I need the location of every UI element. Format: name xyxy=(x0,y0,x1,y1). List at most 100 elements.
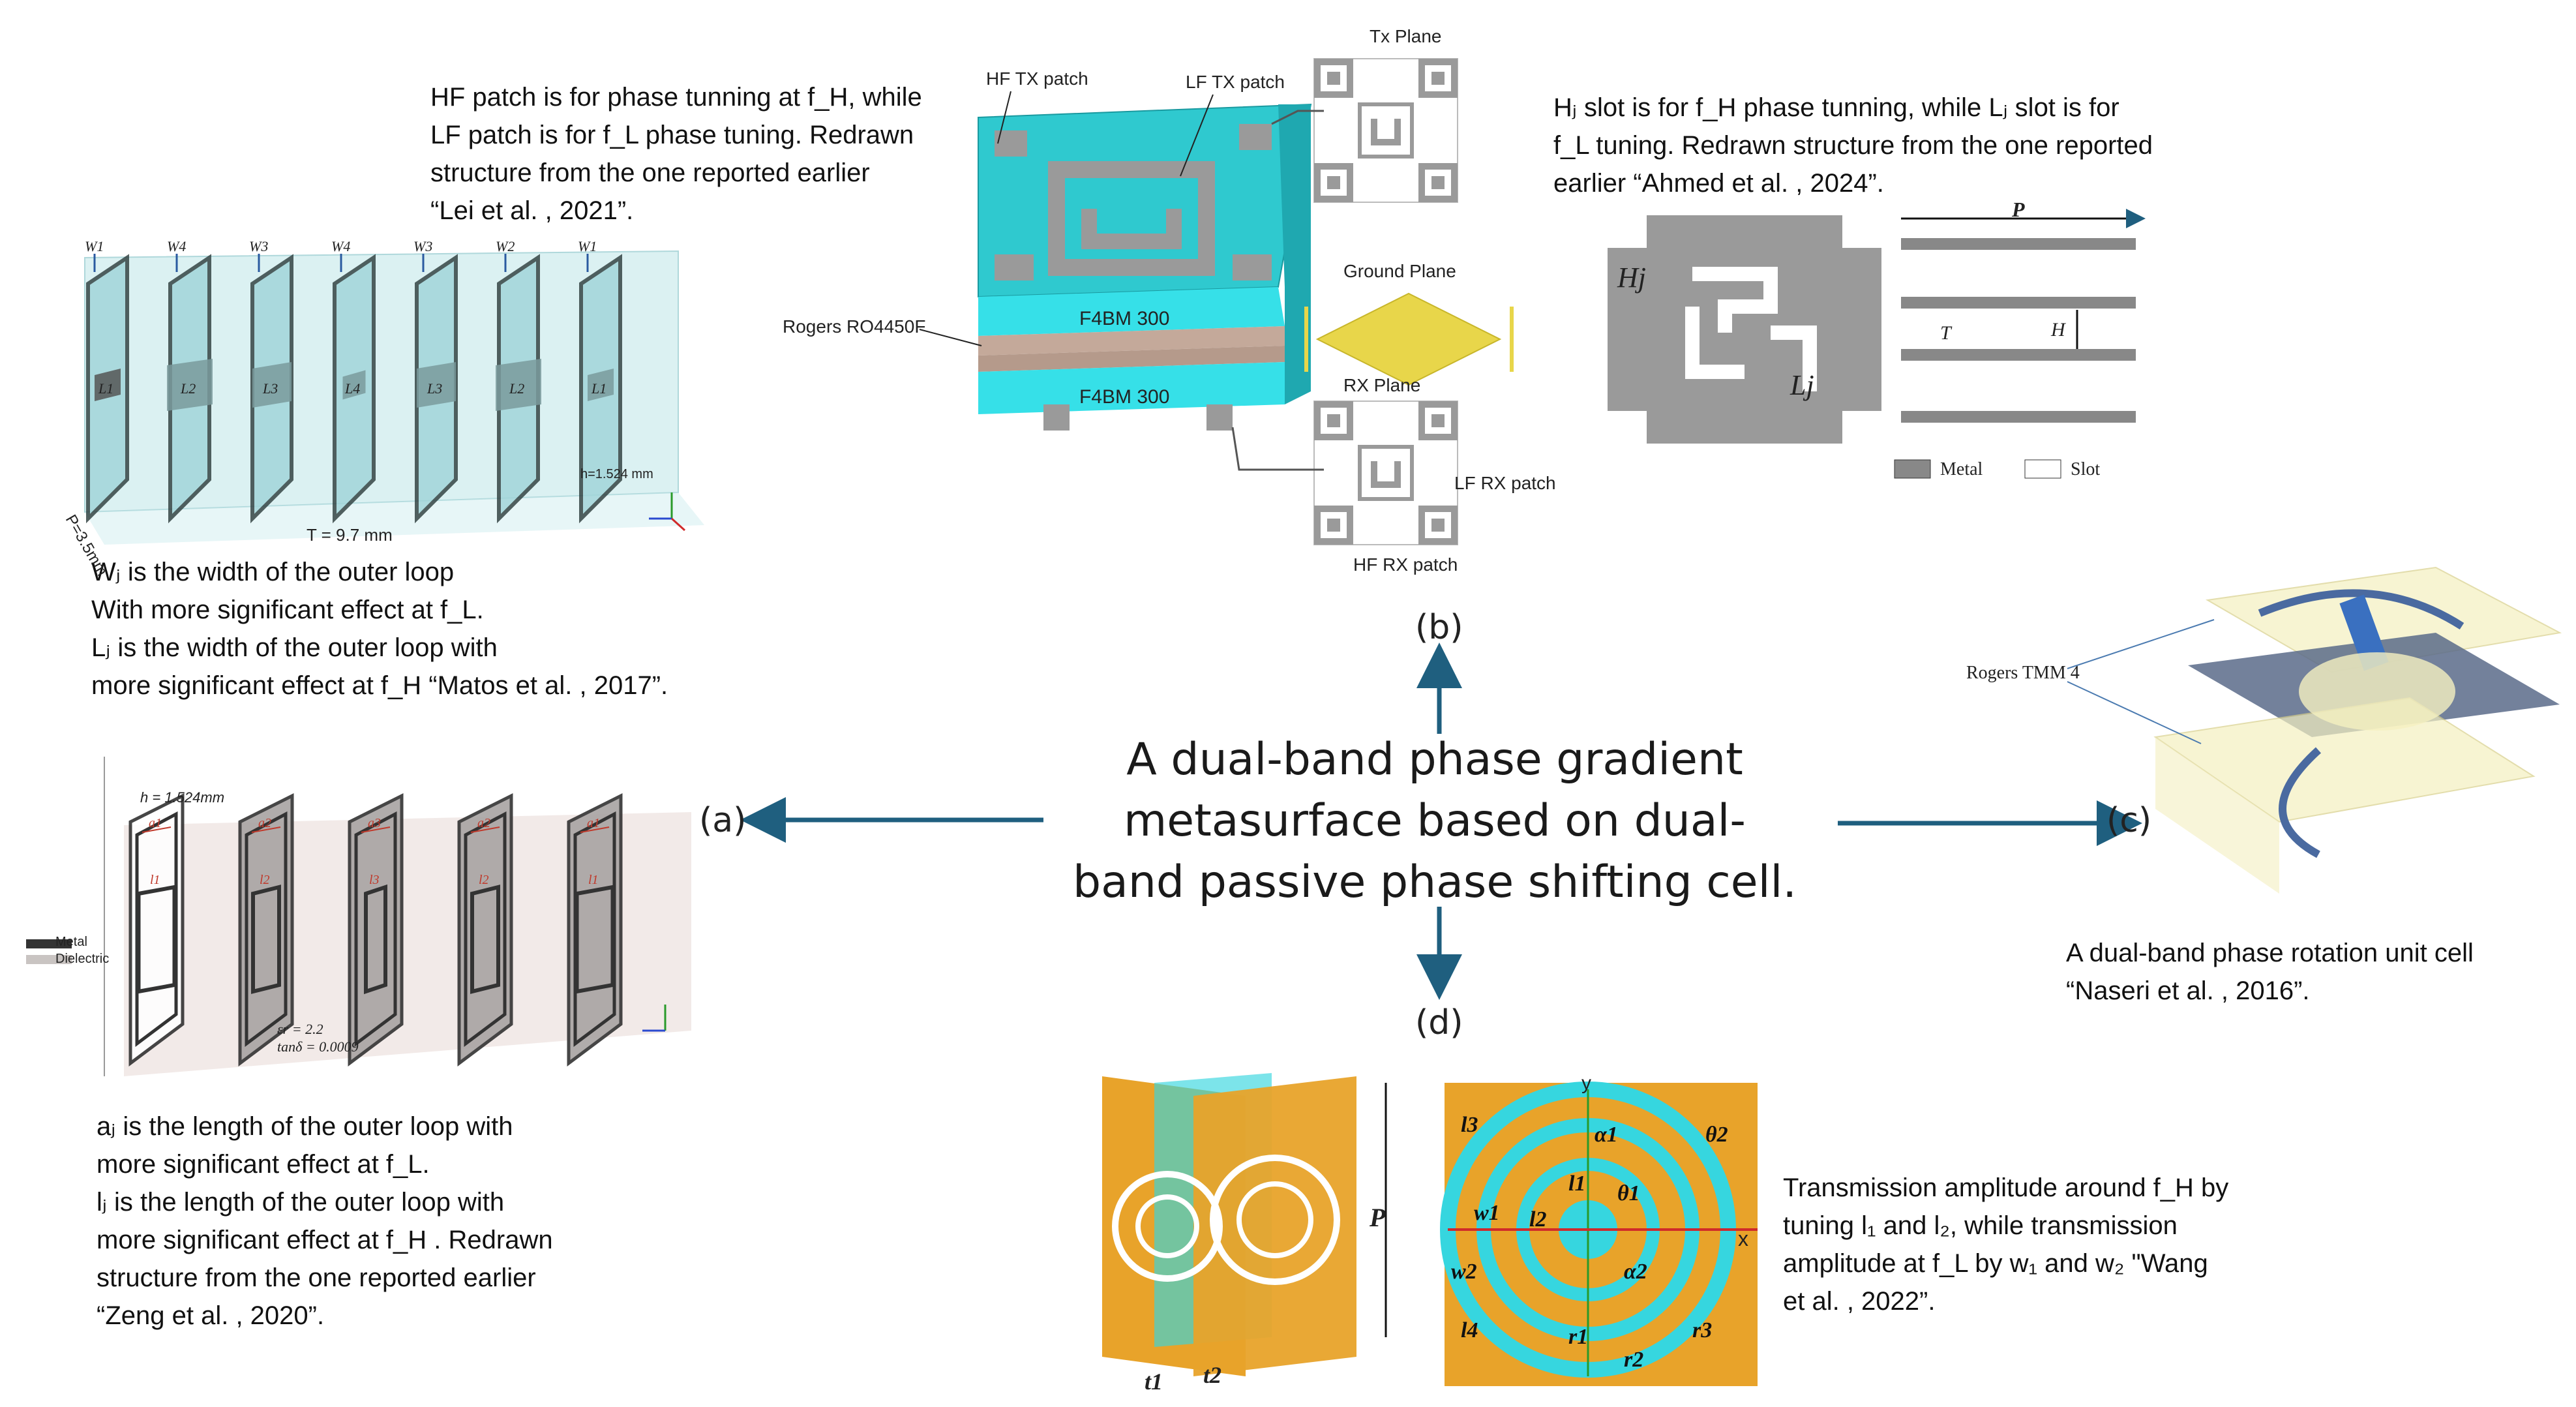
rogers-tmm-label: Rogers TMM 4 xyxy=(1966,663,2080,683)
lf-rx-label: LF RX patch xyxy=(1454,473,1556,493)
l-label: l1 xyxy=(588,873,599,887)
figure-c: Rogers TMM 4 xyxy=(1966,566,2562,894)
figure-b2: Hj Lj P T H Metal Slot xyxy=(1608,198,2146,479)
a-label: a3 xyxy=(368,816,381,830)
l-label: L1 xyxy=(591,380,607,397)
epsilon-label: εr = 2.2 xyxy=(277,1021,323,1037)
legend-dielectric: Dielectric xyxy=(55,952,109,966)
l-label: l2 xyxy=(260,873,270,887)
slab: a2 l2 xyxy=(457,793,513,1067)
theta1-label: θ1 xyxy=(1617,1181,1640,1205)
slab: a1 l1 xyxy=(128,793,185,1067)
f4bm-top-label: F4BM 300 xyxy=(1079,308,1169,329)
gold-plate-back xyxy=(1193,1076,1356,1376)
label-c: (c) xyxy=(2106,801,2152,840)
lf-tx-patch-shape xyxy=(1048,161,1215,276)
l-label: l1 xyxy=(150,873,160,887)
ground-plane-shape xyxy=(1315,292,1502,386)
l-label: L3 xyxy=(427,380,442,397)
rogers-label: Rogers RO4450F xyxy=(783,316,925,337)
caption-b-right: Hⱼ slot is for f_H phase tunning, while … xyxy=(1553,93,2153,198)
legend-slot-b2: Slot xyxy=(2071,459,2100,479)
figure-d: P t1 t2 y x l3 l1 l2 l4 w1 w2 r1 r2 r3 α… xyxy=(1102,1072,1758,1395)
f4bm-bottom-label: F4BM 300 xyxy=(1079,386,1169,408)
l1-label: l1 xyxy=(1568,1172,1585,1196)
l-label: l2 xyxy=(479,873,489,887)
label-d: (d) xyxy=(1415,1003,1463,1042)
l-label: L3 xyxy=(262,380,278,397)
caption-a-top: Wⱼ is the width of the outer loop With m… xyxy=(91,558,668,700)
l-label: L2 xyxy=(509,380,524,397)
l-label: L2 xyxy=(180,380,196,397)
l3-label: l3 xyxy=(1461,1113,1478,1137)
caption-c: A dual-band phase rotation unit cell “Na… xyxy=(2066,939,2474,1005)
legend-metal: Metal xyxy=(55,935,87,949)
w-label: W2 xyxy=(496,238,515,254)
t2-label: t2 xyxy=(1203,1362,1221,1388)
l2-label: l2 xyxy=(1529,1207,1546,1232)
w-label: W3 xyxy=(413,238,432,254)
w-label: W3 xyxy=(249,238,268,254)
a-label: a1 xyxy=(587,816,600,830)
slab: a2 l2 xyxy=(238,793,294,1067)
metal-patch xyxy=(1608,215,1881,444)
slab: a1 l1 xyxy=(567,793,623,1067)
h-dimension: h=1.524 mm xyxy=(580,467,653,481)
t1-label: t1 xyxy=(1145,1369,1163,1395)
r2-label: r2 xyxy=(1624,1348,1643,1372)
legend-dielectric-swatch xyxy=(26,955,72,964)
a-label: a2 xyxy=(258,816,271,830)
h-dimension-a2: h = 1.524mm xyxy=(140,789,224,806)
a-label: a2 xyxy=(477,816,490,830)
r3-label: r3 xyxy=(1692,1318,1712,1342)
t-label: T xyxy=(1940,322,1953,344)
w-label: W4 xyxy=(331,238,350,254)
legend-metal-swatch xyxy=(26,939,72,948)
figure-a2: a1 l1 a2 l2 a3 l3 a2 l2 a1 l1 h = 1.524mm Metal D… xyxy=(26,757,691,1076)
y-axis-label: y xyxy=(1581,1072,1591,1094)
alpha1-label: α1 xyxy=(1595,1123,1618,1147)
w1-label: w1 xyxy=(1474,1201,1500,1225)
slab: a3 l3 xyxy=(348,793,404,1067)
caption-d: Transmission amplitude around f_H by tun… xyxy=(1783,1173,2229,1316)
p-label-d: P xyxy=(1369,1203,1386,1232)
caption-b-left: HF patch is for phase tunning at f_H, wh… xyxy=(430,83,922,225)
label-b: (b) xyxy=(1415,608,1463,647)
w2-label: w2 xyxy=(1451,1260,1477,1284)
x-axis-label: x xyxy=(1738,1227,1748,1250)
r1-label: r1 xyxy=(1568,1325,1588,1349)
l-label: l3 xyxy=(369,873,380,887)
l-label: L4 xyxy=(344,380,360,397)
hf-rx-label: HF RX patch xyxy=(1353,554,1458,575)
alpha2-label: α2 xyxy=(1624,1260,1647,1284)
l-label: L1 xyxy=(98,380,113,397)
theta2-label: θ2 xyxy=(1705,1123,1728,1147)
axis-triad-icon xyxy=(642,1005,666,1032)
lf-tx-label: LF TX patch xyxy=(1186,72,1285,92)
p-label: P xyxy=(2011,198,2025,221)
w-label: W1 xyxy=(85,238,104,254)
w-label: W1 xyxy=(578,238,597,254)
hf-tx-label: HF TX patch xyxy=(986,68,1088,89)
hj-label: Hj xyxy=(1617,262,1646,294)
center-title: A dual-band phase gradient metasurface b… xyxy=(1072,734,1797,908)
lj-label: Lj xyxy=(1790,369,1814,401)
tx-plane-label: Tx Plane xyxy=(1370,26,1442,46)
legend-metal-b2: Metal xyxy=(1940,459,1983,479)
label-a: (a) xyxy=(699,801,747,840)
l4-label: l4 xyxy=(1461,1318,1478,1342)
t-dimension: T = 9.7 mm xyxy=(307,525,393,545)
a-label: a1 xyxy=(149,816,162,830)
rx-plane-label: RX Plane xyxy=(1343,375,1420,395)
tan-delta-label: tanδ = 0.0009 xyxy=(277,1038,359,1055)
figure-b1: F4BM 300 F4BM 300 Rogers RO4450F HF TX p… xyxy=(783,26,1556,575)
